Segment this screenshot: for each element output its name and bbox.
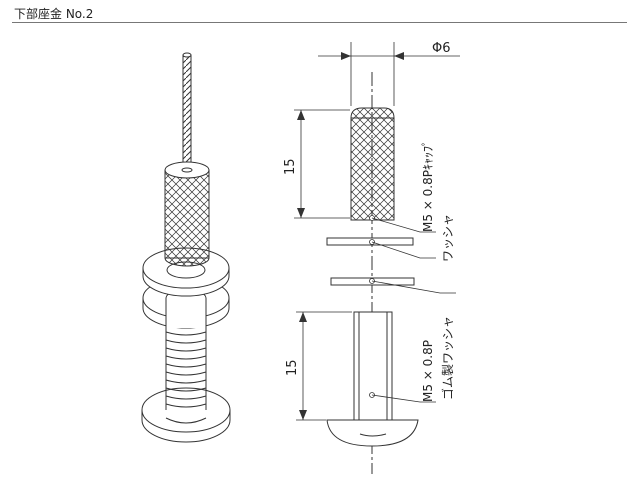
screw-shaft [165, 324, 207, 421]
dimension-height-bottom: 15 [285, 311, 352, 421]
leader-lines [369, 215, 456, 403]
section-view: Φ6 15 15 [283, 41, 460, 474]
height-top-label: 15 [283, 158, 298, 175]
page-title: 下部座金 No.2 [14, 7, 94, 21]
height-bottom-label: 15 [285, 359, 300, 376]
assembly-view [141, 52, 231, 443]
screw-callout: M5 × 0.8P [421, 340, 435, 402]
rubber-washer-callout: ゴム製ワッシャ [440, 316, 455, 400]
diameter-label: Φ6 [432, 41, 451, 56]
cap-nut [164, 161, 210, 267]
cap-nut-callout: M5 × 0.8Pｷｬｯﾌﾟ [421, 140, 435, 232]
screw-head [141, 387, 231, 443]
screw-section [326, 311, 419, 447]
title-divider [12, 22, 627, 23]
dimension-diameter: Φ6 [318, 41, 460, 106]
wire [182, 54, 192, 166]
dimension-height-top: 15 [283, 109, 350, 219]
washer-callout: ワッシャ [441, 214, 455, 262]
cap-nut-section [350, 107, 395, 221]
